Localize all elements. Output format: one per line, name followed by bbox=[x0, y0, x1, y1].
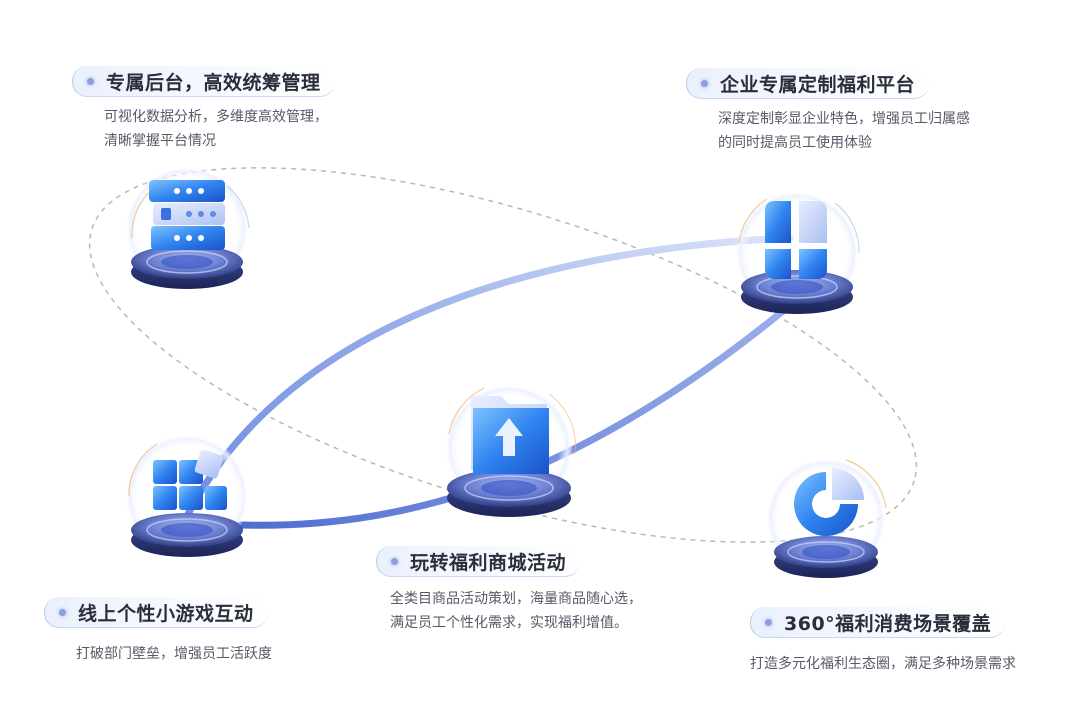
feature-desc-line: 全类目商品活动策划，海量商品随心选， bbox=[390, 591, 642, 607]
pie-ring-icon bbox=[794, 468, 864, 536]
feature-desc-line: 深度定制彰显企业特色，增强员工归属感 bbox=[718, 111, 970, 127]
feature-games: 线上个性小游戏互动 打破部门壁垒，增强员工活跃度 bbox=[44, 597, 272, 666]
server-icon bbox=[149, 180, 225, 250]
folder-upload-icon bbox=[471, 396, 549, 474]
feature-platform: 企业专属定制福利平台 深度定制彰显企业特色，增强员工归属感 的同时提高员工使用体… bbox=[686, 68, 970, 155]
feature-title: 线上个性小游戏互动 bbox=[78, 602, 254, 625]
node-mall bbox=[445, 384, 577, 517]
feature-title-pill: 专属后台，高效统筹管理 bbox=[72, 66, 335, 97]
feature-mall: 玩转福利商城活动 全类目商品活动策划，海量商品随心选， 满足员工个性化需求，实现… bbox=[376, 546, 642, 635]
bullet-dot-icon bbox=[765, 618, 772, 626]
feature-title: 企业专属定制福利平台 bbox=[720, 73, 916, 96]
ribbon-path-upper bbox=[181, 234, 794, 524]
cube-blocks-icon bbox=[153, 449, 227, 510]
bullet-dot-icon bbox=[701, 79, 708, 87]
node-platform bbox=[735, 191, 860, 315]
feature-desc-line: 可视化数据分析，多维度高效管理， bbox=[104, 109, 328, 125]
node-games bbox=[125, 434, 249, 558]
bullet-dot-icon bbox=[87, 77, 94, 85]
feature-title: 360°福利消费场景覆盖 bbox=[784, 612, 992, 635]
feature-desc-line: 打造多元化福利生态圈，满足多种场景需求 bbox=[750, 656, 1016, 672]
feature-title-pill: 玩转福利商城活动 bbox=[376, 546, 581, 577]
feature-desc-line: 的同时提高员工使用体验 bbox=[718, 135, 872, 151]
node-coverage bbox=[766, 458, 887, 578]
feature-title: 专属后台，高效统筹管理 bbox=[106, 71, 321, 94]
feature-title-pill: 企业专属定制福利平台 bbox=[686, 68, 930, 99]
bullet-dot-icon bbox=[59, 608, 66, 616]
feature-desc-line: 清晰掌握平台情况 bbox=[104, 133, 216, 149]
feature-coverage: 360°福利消费场景覆盖 打造多元化福利生态圈，满足多种场景需求 bbox=[750, 607, 1016, 676]
feature-title-pill: 360°福利消费场景覆盖 bbox=[750, 607, 1006, 638]
node-backend bbox=[125, 166, 250, 290]
feature-backend: 专属后台，高效统筹管理 可视化数据分析，多维度高效管理， 清晰掌握平台情况 bbox=[72, 66, 335, 153]
feature-desc-line: 打破部门壁垒，增强员工活跃度 bbox=[76, 646, 272, 662]
feature-title: 玩转福利商城活动 bbox=[410, 551, 567, 574]
clover-blocks-icon bbox=[765, 201, 827, 279]
bullet-dot-icon bbox=[391, 557, 398, 565]
feature-title-pill: 线上个性小游戏互动 bbox=[44, 597, 268, 628]
feature-desc-line: 满足员工个性化需求，实现福利增值。 bbox=[390, 615, 628, 631]
